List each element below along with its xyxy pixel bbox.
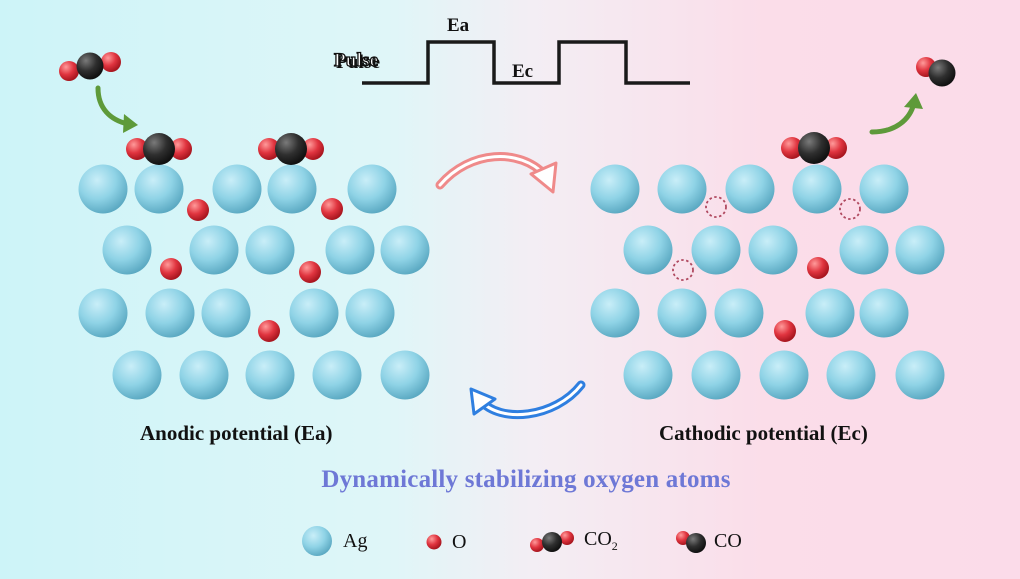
- ag-atom: [179, 350, 229, 400]
- adsorption-arrow: [95, 85, 138, 133]
- ag-atom: [134, 164, 184, 214]
- oxygen-atom: [807, 257, 829, 279]
- carbon-atom: [143, 133, 175, 165]
- ag-atom: [312, 350, 362, 400]
- ag-atom: [623, 350, 673, 400]
- co2-adsorbed-molecule: [258, 133, 324, 165]
- ag-atom: [78, 164, 128, 214]
- ag-atom: [325, 225, 375, 275]
- left-ag-lattice: [78, 164, 430, 400]
- ag-atom: [102, 225, 152, 275]
- ag-atom: [347, 164, 397, 214]
- oxygen-vacancy: [672, 259, 694, 281]
- co-product-molecule: [916, 57, 956, 87]
- ag-atom: [895, 225, 945, 275]
- ag-atom: [792, 164, 842, 214]
- legend-ag-icon: [302, 526, 332, 556]
- ag-atom: [267, 164, 317, 214]
- oxygen-atom: [187, 199, 209, 221]
- oxygen-atom: [126, 138, 148, 160]
- ag-atom: [145, 288, 195, 338]
- ag-atom: [725, 164, 775, 214]
- ag-atom: [380, 350, 430, 400]
- oxygen-atom: [258, 320, 280, 342]
- carbon-atom: [275, 133, 307, 165]
- ag-atom: [78, 288, 128, 338]
- legend-o-icon: [426, 534, 442, 550]
- oxygen-atom: [101, 52, 121, 72]
- ag-atom: [245, 225, 295, 275]
- ag-atom: [201, 288, 251, 338]
- ag-atom: [245, 350, 295, 400]
- ag-atom: [691, 350, 741, 400]
- oxygen-vacancies: [672, 196, 861, 281]
- carbon-atom: [76, 52, 104, 80]
- co2-adsorbed-molecule: [781, 132, 847, 164]
- ag-atom: [380, 225, 430, 275]
- oxygen-atom: [59, 61, 79, 81]
- ea-label: Ea: [447, 15, 470, 36]
- ag-atom: [859, 164, 909, 214]
- ag-atom: [748, 225, 798, 275]
- ag-atom: [590, 164, 640, 214]
- oxygen-atom: [299, 261, 321, 283]
- legend-co-label: CO: [714, 530, 742, 552]
- legend-co-icon: [676, 531, 706, 553]
- right-ag-lattice: [590, 164, 945, 400]
- oxygen-atom: [160, 258, 182, 280]
- oxygen-atom: [302, 138, 324, 160]
- ec-label: Ec: [512, 61, 534, 82]
- ag-atom: [657, 164, 707, 214]
- ag-atom: [289, 288, 339, 338]
- ag-atom: [112, 350, 162, 400]
- desorption-arrow: [869, 93, 923, 135]
- legend-co2-icon: [530, 531, 574, 552]
- left-oxygen-atoms: [160, 198, 343, 342]
- ag-atom: [826, 350, 876, 400]
- oxygen-atom: [825, 137, 847, 159]
- oxygen-vacancy: [839, 198, 861, 220]
- ag-atom: [657, 288, 707, 338]
- co2-incoming-molecule: [59, 52, 121, 81]
- legend-o-label: O: [452, 531, 467, 553]
- ag-atom: [691, 225, 741, 275]
- legend-ag-label: Ag: [343, 530, 368, 552]
- gas-molecules: [59, 52, 956, 165]
- cathodic-caption: Cathodic potential (Ec): [659, 421, 868, 445]
- diagram-title: Dynamically stabilizing oxygen atoms: [321, 466, 731, 493]
- forward-arrow: [435, 152, 558, 194]
- carbon-atom: [798, 132, 830, 164]
- right-oxygen-atoms: [774, 257, 829, 342]
- ag-atom: [759, 350, 809, 400]
- co2-adsorbed-molecule: [126, 133, 192, 165]
- oxygen-atom: [774, 320, 796, 342]
- ag-atom: [714, 288, 764, 338]
- oxygen-atom: [321, 198, 343, 220]
- ag-atom: [345, 288, 395, 338]
- pulse-label: Pulse: [333, 49, 379, 71]
- legend-co2-text: CO: [584, 528, 612, 550]
- ag-atom: [623, 225, 673, 275]
- legend-co2-label: CO2: [584, 528, 618, 554]
- carbon-atom: [928, 59, 956, 87]
- ag-atom: [859, 288, 909, 338]
- oxygen-atom: [781, 137, 803, 159]
- oxygen-atom: [170, 138, 192, 160]
- ag-atom: [212, 164, 262, 214]
- pulse-waveform: [362, 40, 690, 85]
- ag-atom: [189, 225, 239, 275]
- anodic-caption: Anodic potential (Ea): [140, 421, 333, 445]
- ag-atom: [895, 350, 945, 400]
- oxygen-vacancy: [705, 196, 727, 218]
- backward-arrow: [469, 380, 586, 420]
- ag-atom: [839, 225, 889, 275]
- ag-atom: [805, 288, 855, 338]
- oxygen-atom: [258, 138, 280, 160]
- ag-atom: [590, 288, 640, 338]
- legend-co2-subscript: 2: [611, 539, 618, 553]
